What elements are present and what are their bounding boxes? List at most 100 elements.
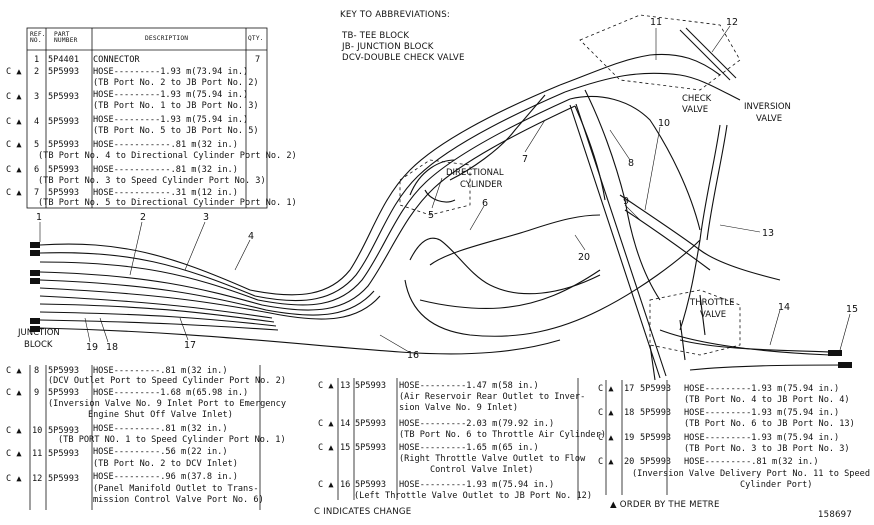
header-qty: QTY.	[248, 35, 264, 42]
figure-number: 158697	[818, 510, 853, 520]
row-1-ref: 1	[34, 55, 40, 65]
abbreviation-tb: TB- TEE BLOCK	[342, 31, 410, 41]
row-9-sub: (Inversion Valve No. 9 Inlet Port to Eme…	[48, 399, 286, 409]
row-1-qty: 7	[255, 55, 261, 65]
row-3-desc: HOSE---------1.93 m(75.94 in.)	[93, 90, 249, 100]
callout-6: 6	[482, 198, 489, 209]
row-2-mark: C ▲	[6, 67, 22, 77]
row-14-sub: (TB Port No. 6 to Throttle Air Cylinder)	[399, 430, 606, 440]
throttle-valve-label-line1: THROTTLE	[690, 298, 735, 308]
row-20-sub: (Inversion Valve Delivery Port No. 11 to…	[632, 469, 870, 479]
callout-17: 17	[184, 340, 197, 351]
row-18-desc: HOSE---------1.93 m(75.94 in.)	[684, 408, 840, 418]
row-20-desc: HOSE---------.81 m(32 in.)	[684, 457, 819, 467]
row-10-sub: (TB PORT NO. 1 to Speed Cylinder Port No…	[58, 435, 286, 445]
callout-11: 11	[650, 17, 663, 28]
row-18-sub: (TB Port No. 6 to JB Port No. 13)	[684, 419, 855, 429]
row-9-desc: HOSE---------1.68 m(65.98 in.)	[93, 388, 249, 398]
row-4-ref: 4	[34, 117, 40, 127]
row-12-part: 5P5993	[48, 474, 80, 484]
row-3-mark: C ▲	[6, 92, 22, 102]
row-8-ref: 8	[34, 366, 40, 376]
row-4-sub: (TB Port No. 5 to JB Port No. 5)	[93, 126, 259, 136]
row-2-part: 5P5993	[48, 67, 80, 77]
row-10-desc: HOSE---------.81 m(32 in.)	[93, 424, 228, 434]
row-5-part: 5P5993	[48, 140, 80, 150]
row-1-part: 5P4401	[48, 55, 80, 65]
callout-1: 1	[36, 212, 43, 223]
callout-4: 4	[248, 231, 255, 242]
row-5-mark: C ▲	[6, 140, 22, 150]
row-7-part: 5P5993	[48, 188, 80, 198]
row-19-sub: (TB Port No. 3 to JB Port No. 3)	[684, 444, 850, 454]
row-6-mark: C ▲	[6, 165, 22, 175]
row-13-desc: HOSE---------1.47 m(58 in.)	[399, 381, 539, 391]
row-2-desc: HOSE---------1.93 m(73.94 in.)	[93, 67, 249, 77]
row-10-ref: 10	[32, 426, 43, 436]
row-7-ref: 7	[34, 188, 40, 198]
row-3-ref: 3	[34, 92, 40, 102]
row-7-sub: (TB Port No. 5 to Directional Cylinder P…	[38, 198, 297, 208]
throttle-valve-label-line2: VALVE	[700, 310, 727, 320]
row-19-mark: C ▲	[598, 433, 614, 443]
row-12-desc: HOSE---------.96 m(37.8 in.)	[93, 472, 238, 482]
row-9-sub2: Engine Shut Off Valve Inlet)	[88, 410, 233, 420]
row-18-mark: C ▲	[598, 408, 614, 418]
row-11-sub: (TB Port No. 2 to DCV Inlet)	[93, 459, 238, 469]
row-13-part: 5P5993	[355, 381, 387, 391]
callout-9: 9	[623, 196, 630, 207]
row-16-mark: C ▲	[318, 480, 334, 490]
row-16-sub: (Left Throttle Valve Outlet to JB Port N…	[354, 491, 592, 501]
row-2-sub: (TB Port No. 2 to JB Port No. 2)	[93, 78, 259, 88]
row-20-mark: C ▲	[598, 457, 614, 467]
row-17-mark: C ▲	[598, 384, 614, 394]
abbreviation-dcv: DCV-DOUBLE CHECK VALVE	[342, 53, 465, 63]
row-19-part: 5P5993	[640, 433, 672, 443]
row-18-ref: 18	[624, 408, 635, 418]
row-16-desc: HOSE---------1.93 m(75.94 in.)	[399, 480, 555, 490]
row-12-ref: 12	[32, 474, 43, 484]
row-11-mark: C ▲	[6, 449, 22, 459]
row-12-sub2: mission Control Valve Port No. 6)	[93, 495, 264, 505]
row-18-part: 5P5993	[640, 408, 672, 418]
check-valve-label-line1: CHECK	[682, 94, 712, 104]
row-20-part: 5P5993	[640, 457, 672, 467]
row-2-ref: 2	[34, 67, 40, 77]
junction-block-label-line2: BLOCK	[24, 340, 53, 350]
row-9-part: 5P5993	[48, 388, 80, 398]
row-10-part: 5P5993	[48, 426, 80, 436]
row-10-mark: C ▲	[6, 426, 22, 436]
row-8-desc: HOSE---------.81 m(32 in.)	[93, 366, 228, 376]
callout-19: 19	[86, 342, 99, 353]
callout-13: 13	[762, 228, 775, 239]
callout-8: 8	[628, 158, 635, 169]
order-by-metre-note: ▲ ORDER BY THE METRE	[610, 500, 720, 510]
row-3-part: 5P5993	[48, 92, 80, 102]
row-3-sub: (TB Port No. 1 to JB Port No. 3)	[93, 101, 259, 111]
row-13-sub: (Air Reservoir Rear Outlet to Inver-	[399, 392, 586, 402]
change-indicator-note: C INDICATES CHANGE	[314, 507, 412, 517]
row-17-sub: (TB Port No. 4 to JB Port No. 4)	[684, 395, 850, 405]
row-11-desc: HOSE---------.56 m(22 in.)	[93, 447, 228, 457]
directional-cylinder-label-line1: DIRECTIONAL	[446, 168, 504, 178]
row-15-sub2: Control Valve Inlet)	[430, 465, 534, 475]
callout-18: 18	[106, 342, 119, 353]
callout-16: 16	[407, 350, 420, 361]
abbreviation-key-title: KEY TO ABBREVIATIONS:	[340, 10, 451, 20]
row-15-sub: (Right Throttle Valve Outlet to Flow	[399, 454, 586, 464]
row-13-sub2: sion Valve No. 9 Inlet)	[399, 403, 518, 413]
row-20-sub2: Cylinder Port)	[740, 480, 813, 490]
row-20-ref: 20	[624, 457, 635, 467]
callout-3: 3	[203, 212, 210, 223]
row-7-desc: HOSE-----------.31 m(12 in.)	[93, 188, 238, 198]
row-5-desc: HOSE-----------.81 m(32 in.)	[93, 140, 238, 150]
row-15-part: 5P5993	[355, 443, 387, 453]
row-4-desc: HOSE---------1.93 m(75.94 in.)	[93, 115, 249, 125]
row-17-ref: 17	[624, 384, 635, 394]
row-6-part: 5P5993	[48, 165, 80, 175]
row-14-desc: HOSE---------2.03 m(79.92 in.)	[399, 419, 555, 429]
row-13-mark: C ▲	[318, 381, 334, 391]
abbreviation-jb: JB- JUNCTION BLOCK	[342, 42, 434, 52]
row-19-ref: 19	[624, 433, 635, 443]
